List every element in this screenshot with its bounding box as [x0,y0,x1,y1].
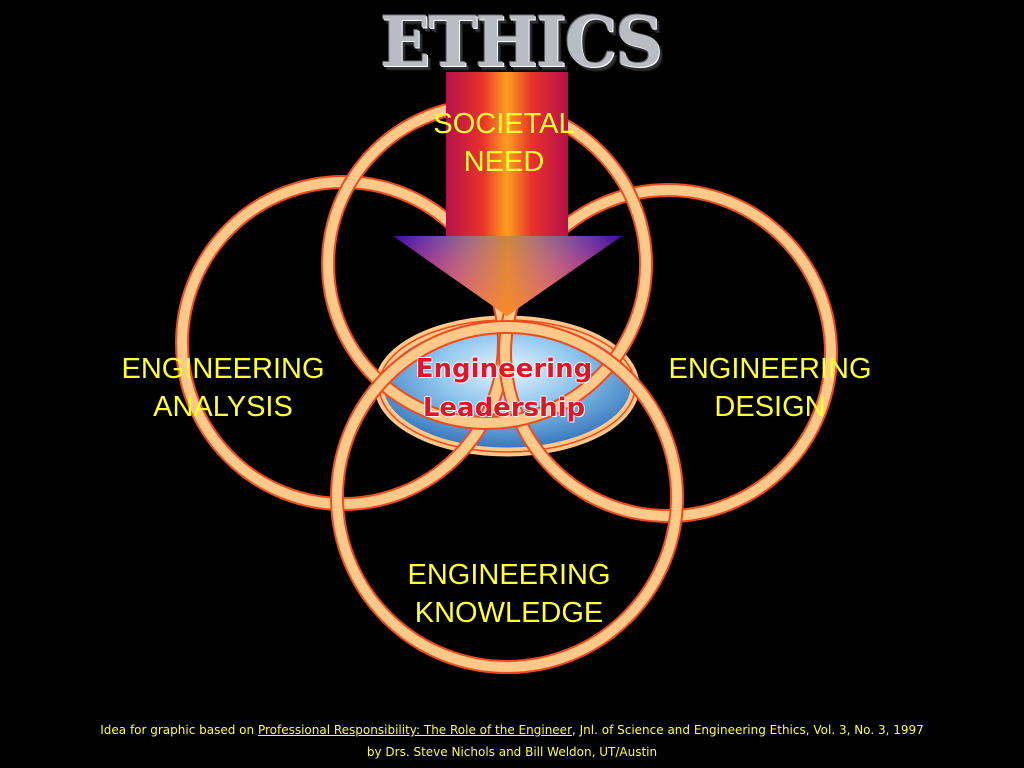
societal-need-label: SOCIETAL NEED [433,108,575,178]
engineering-analysis-label: ENGINEERING ANALYSIS [121,353,325,423]
citation-link[interactable]: Professional Responsibility: The Role of… [257,723,572,737]
engineering-leadership-label: Engineering Leadership [415,354,593,423]
down-arrow-icon [393,72,622,316]
engineering-knowledge-label: ENGINEERING KNOWLEDGE [407,559,611,629]
engineering-design-label: ENGINEERING DESIGN [668,353,872,423]
page-title: ETHICS [380,1,663,83]
citation-footer: Idea for graphic based on Professional R… [0,719,1024,763]
citation-line-2: by Drs. Steve Nichols and Bill Weldon, U… [366,745,658,759]
citation-line-1: Idea for graphic based on Professional R… [100,723,924,737]
ring-bottom [330,320,684,674]
ring-right [498,183,838,523]
